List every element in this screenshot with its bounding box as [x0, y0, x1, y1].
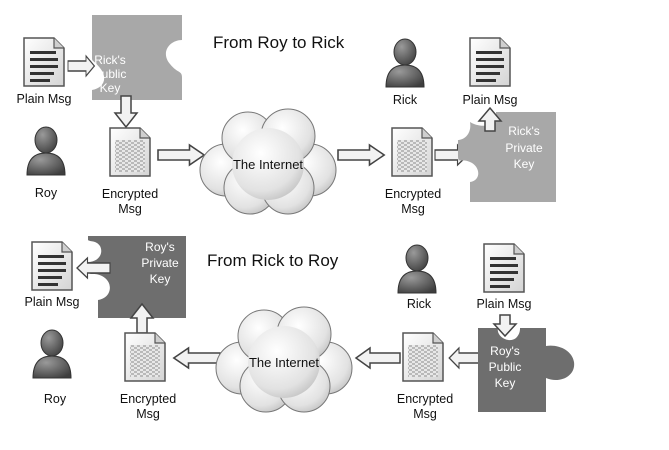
arrow-up-icon	[129, 302, 155, 334]
encrypted-msg-label: Encrypted	[102, 187, 158, 201]
key-label: Private	[141, 256, 179, 270]
arrow-up-icon	[477, 106, 503, 132]
document-icon	[23, 37, 65, 87]
person-icon	[32, 329, 72, 379]
encrypted-msg-label: Encrypted	[397, 392, 453, 406]
arrow-right-icon	[157, 144, 205, 166]
encrypted-msg-label: Encrypted	[120, 392, 176, 406]
key-label: Rick's	[508, 124, 540, 138]
private-key-roy: Roy's Private Key	[88, 236, 186, 318]
document-icon	[31, 241, 73, 291]
person-label-roy: Roy	[44, 392, 67, 406]
person-label-roy: Roy	[35, 186, 58, 200]
puzzle-key-icon	[88, 236, 186, 318]
arrow-left-icon	[448, 346, 481, 370]
public-key-rick: Rick's Public Key	[92, 15, 182, 100]
key-label: Roy's	[145, 240, 175, 254]
plain-msg-label: Plain Msg	[17, 92, 72, 106]
public-key-roy: Roy's Public Key	[478, 328, 575, 412]
encrypted-msg-label: Encrypted	[385, 187, 441, 201]
plain-msg-label: Plain Msg	[463, 93, 518, 107]
arrow-left-icon	[354, 346, 401, 370]
key-label: Key	[100, 81, 121, 95]
internet-label: The Internet	[233, 157, 303, 172]
arrow-down-icon	[492, 314, 518, 338]
key-label: Public	[94, 67, 127, 81]
puzzle-key-icon	[458, 112, 556, 202]
key-label: Key	[150, 272, 171, 286]
arrow-right-icon	[67, 55, 96, 77]
encrypted-msg-label: Msg	[136, 407, 160, 421]
encrypted-document-icon	[391, 127, 433, 177]
encrypted-msg-label: Msg	[401, 202, 425, 216]
puzzle-key-icon	[478, 328, 575, 412]
section-title: From Rick to Roy	[207, 251, 339, 270]
section-roy-to-rick: From Roy to Rick Rick's Public Key Plain…	[17, 15, 556, 216]
encrypted-document-icon	[109, 127, 151, 177]
arrow-right-icon	[337, 144, 385, 166]
encrypted-msg-label: Msg	[118, 202, 142, 216]
key-label: Private	[505, 141, 543, 155]
key-label: Key	[514, 157, 535, 171]
section-title: From Roy to Rick	[213, 33, 345, 52]
arrow-left-icon	[76, 256, 111, 280]
internet-label: The Internet	[249, 355, 319, 370]
key-label: Rick's	[94, 53, 126, 67]
section-rick-to-roy: From Rick to Roy Roy's Private Key Plain…	[25, 236, 575, 421]
plain-msg-label: Plain Msg	[477, 297, 532, 311]
person-label-rick: Rick	[393, 93, 418, 107]
person-icon	[397, 244, 437, 294]
encrypted-msg-label: Msg	[413, 407, 437, 421]
puzzle-key-icon	[92, 15, 182, 100]
encrypted-document-icon	[402, 332, 444, 382]
private-key-rick: Rick's Private Key	[458, 112, 556, 202]
key-label: Key	[495, 376, 516, 390]
document-icon	[469, 37, 511, 87]
document-icon	[483, 243, 525, 293]
key-label: Public	[489, 360, 522, 374]
person-label-rick: Rick	[407, 297, 432, 311]
plain-msg-label: Plain Msg	[25, 295, 80, 309]
arrow-left-icon	[172, 346, 221, 370]
arrow-down-icon	[113, 95, 139, 129]
key-label: Roy's	[490, 344, 520, 358]
person-icon	[26, 126, 66, 176]
person-icon	[385, 38, 425, 88]
encrypted-document-icon	[124, 332, 166, 382]
